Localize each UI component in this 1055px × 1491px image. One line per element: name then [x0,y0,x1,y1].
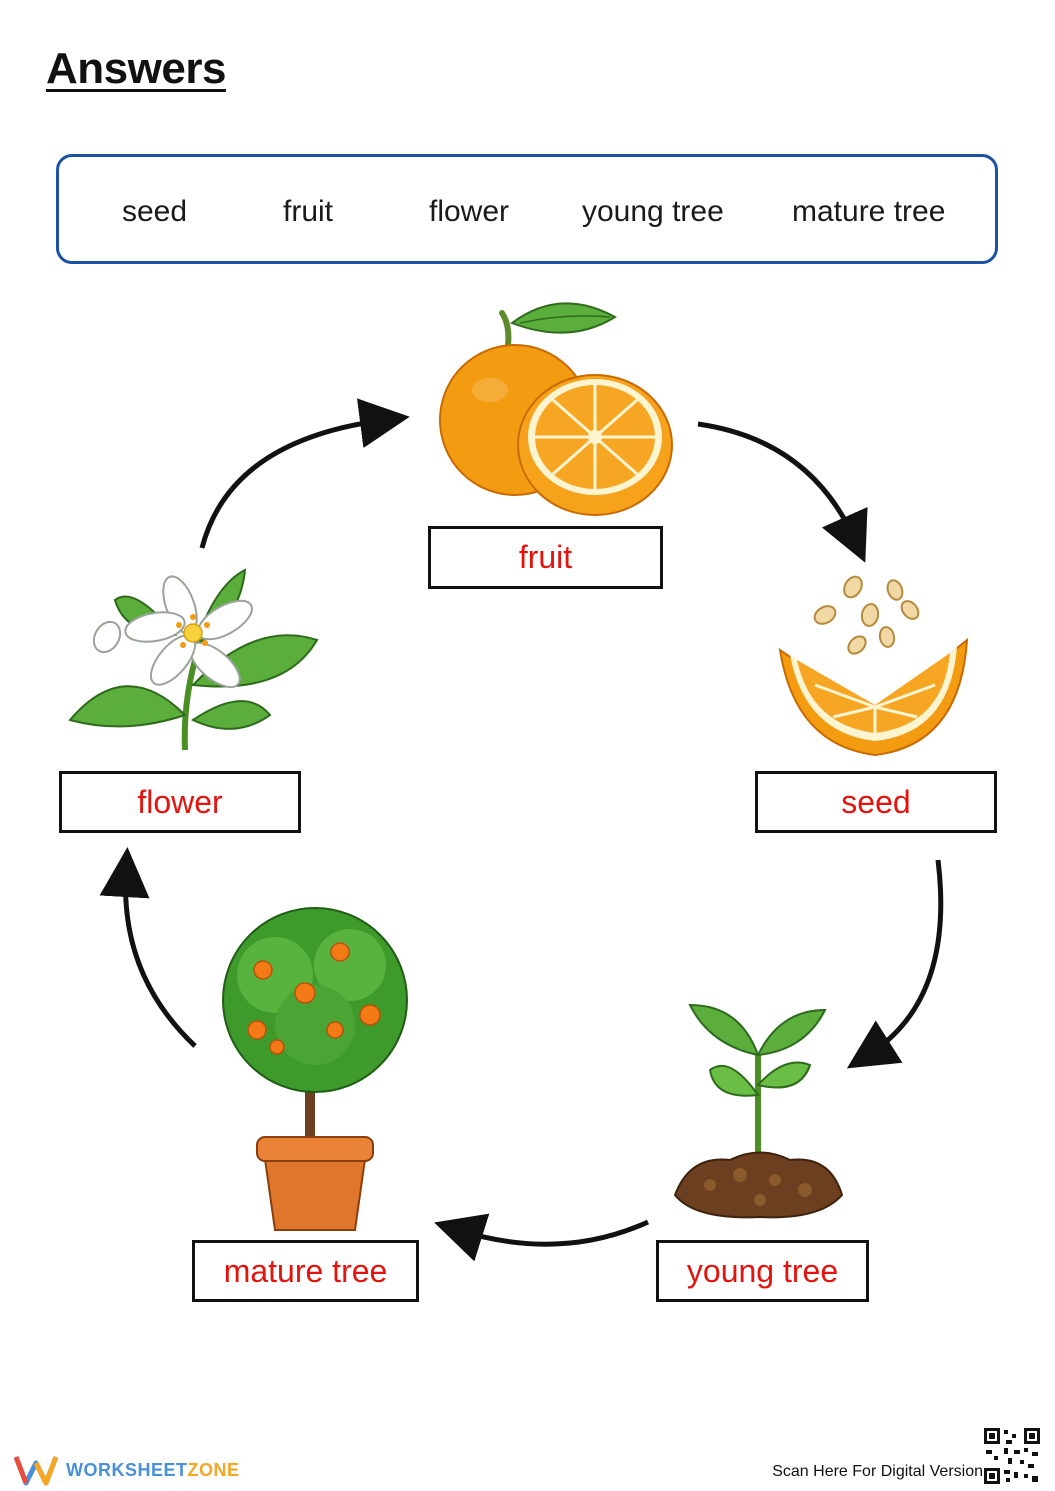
arrow-seed-to-young-tree [846,859,944,1069]
brand-text-part2: ZONE [187,1459,240,1480]
answer-box-seed: seed [755,771,997,833]
answer-box-mature-tree: mature tree [192,1240,419,1302]
answer-box-fruit: fruit [428,526,663,589]
arrow-flower-to-fruit [199,398,410,549]
scan-text: Scan Here For Digital Version [772,1463,983,1480]
brand-text-part1: WORKSHEET [66,1459,188,1480]
word-bank-item: flower [429,195,510,228]
word-bank-item: fruit [283,195,334,228]
word-bank: seed fruit flower young tree mature tree [56,154,998,264]
arrow-fruit-to-seed [697,421,868,563]
arrow-mature-tree-to-flower [99,847,197,1048]
answer-box-flower: flower [59,771,301,833]
arrow-young-tree-to-mature-tree [434,1213,650,1262]
word-bank-item: seed [122,195,188,228]
word-bank-item: young tree [582,195,724,228]
orange-blossom-flower-icon [68,568,319,751]
qr-code-icon[interactable] [984,1428,1040,1484]
worksheetzone-logo[interactable]: WORKSHEETZONE [14,1452,240,1488]
orange-slice-seeds-icon [778,575,969,757]
answer-box-young-tree: young tree [656,1240,869,1302]
word-bank-item: mature tree [792,195,946,228]
w-logo-icon [14,1456,58,1486]
mature-tree-pot-icon [222,907,408,1231]
orange-fruit-icon [439,302,673,516]
page-title: Answers [46,44,226,93]
young-tree-sprout-icon [673,1003,844,1219]
